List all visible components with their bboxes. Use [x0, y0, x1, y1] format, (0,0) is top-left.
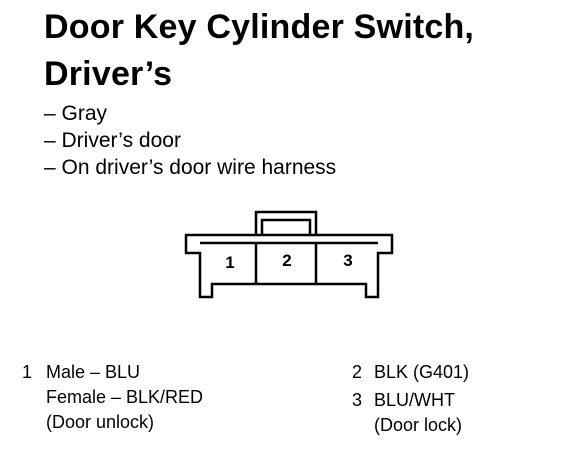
pin-label-3: 3: [343, 251, 352, 270]
page-title: Door Key Cylinder Switch, Driver’s: [44, 4, 564, 98]
locking-tab: [254, 210, 318, 235]
property-color: – Gray: [44, 102, 108, 125]
terminal-1-number: 1: [22, 362, 33, 382]
title-line-2: Driver’s: [44, 55, 173, 93]
terminal-2-line-1: BLK (G401): [374, 362, 470, 382]
title-line-1: Door Key Cylinder Switch,: [44, 8, 475, 46]
locking-tab-inner: [260, 218, 312, 235]
terminal-3-line-2: (Door lock): [374, 415, 463, 435]
terminal-1-line-1: Male – BLU: [46, 362, 141, 382]
property-location: – Driver’s door: [44, 129, 181, 152]
pin-label-1: 1: [225, 253, 234, 272]
connector-properties: – Gray – Driver’s door – On driver’s doo…: [44, 100, 336, 181]
terminal-1-line-3: (Door unlock): [46, 412, 155, 432]
terminal-1-line-2: Female – BLK/RED: [46, 387, 204, 407]
connector-housing: [184, 233, 394, 299]
terminal-3-number: 3: [352, 390, 363, 410]
terminal-3-line-1: BLU/WHT: [374, 390, 455, 410]
terminal-2-number: 2: [352, 362, 363, 382]
pin-label-2: 2: [282, 251, 291, 270]
property-harness: – On driver’s door wire harness: [44, 156, 337, 179]
